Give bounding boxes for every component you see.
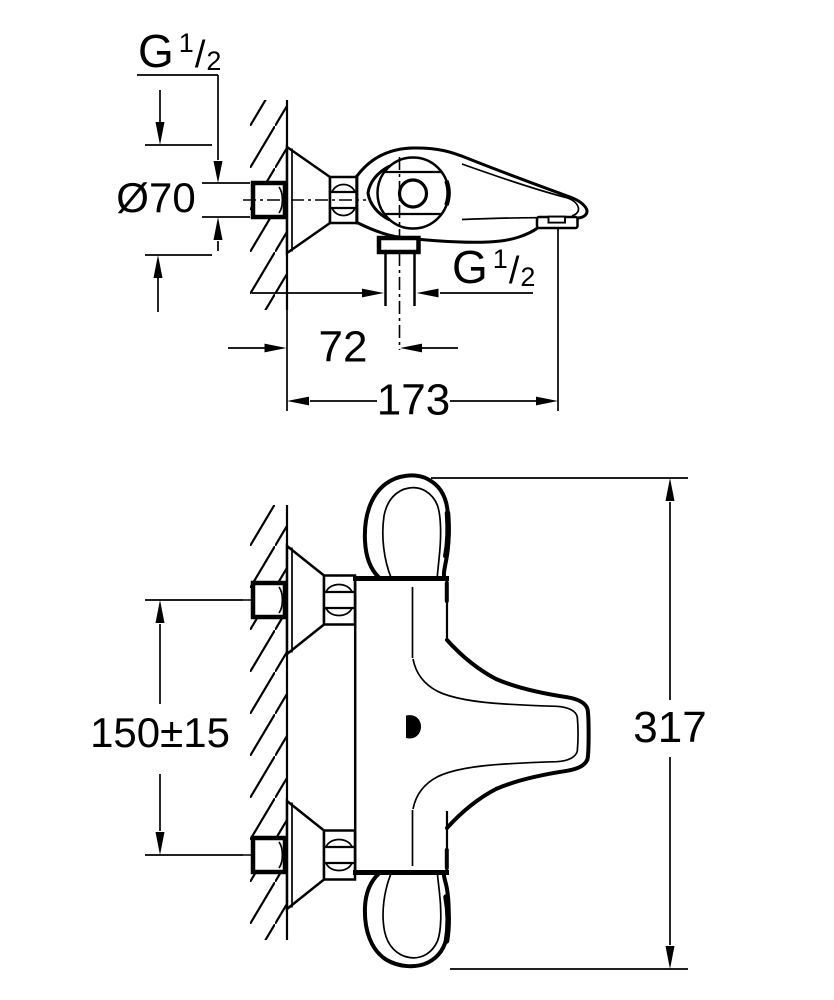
knob-circle [376, 156, 450, 230]
union-tail-curve [278, 586, 284, 614]
nut-chamfer-arcs [325, 583, 353, 617]
nut-chamfer-arcs [325, 838, 353, 872]
handle-grip-mark [443, 894, 451, 944]
pipe-collar [376, 235, 421, 255]
dim-label-150: 150±15 [90, 709, 230, 756]
dim-label-escutcheon-diameter: Ø70 [116, 174, 195, 221]
nut-outline [322, 829, 357, 881]
spout-bottom-inner-line [461, 216, 538, 221]
nut-outline [322, 574, 357, 626]
dim-arrowheads [213, 161, 223, 240]
spout-outer-contour [445, 638, 591, 830]
faucet-body [355, 146, 589, 244]
extension-lines [145, 599, 243, 856]
spout-plan [412, 638, 591, 830]
knob-chords [385, 170, 442, 216]
aerator-notch [547, 215, 566, 224]
wall-section [250, 505, 289, 940]
body-chevron-contour [366, 165, 391, 221]
nut-chamfer-arcs [331, 183, 356, 217]
nut-bands [324, 845, 355, 865]
dim-lines [137, 74, 250, 251]
spout-top-edge [355, 146, 589, 220]
union-tail-curve [278, 841, 284, 869]
wall-hatch [250, 505, 287, 940]
control-knob [376, 156, 451, 230]
dim-overall-width: 317 [431, 477, 707, 970]
knob-grip-arc [444, 180, 451, 206]
nut-bands [324, 590, 355, 610]
knob-screw-circle [397, 178, 429, 209]
spout-inner-contour [412, 658, 579, 810]
union-tail-curve [278, 186, 284, 214]
extension-lines [431, 477, 688, 970]
aerator [535, 215, 579, 230]
dim-lines [145, 90, 212, 312]
pipe-walls [384, 252, 416, 306]
dim-label-173: 173 [377, 376, 450, 425]
handle-grip-mark [443, 510, 451, 559]
spout-top-inner-line [461, 163, 580, 217]
nut-bands [330, 190, 357, 210]
dim-spout-reach: 173 [287, 228, 559, 425]
handle-lower [362, 871, 451, 969]
dim-connection-spacing: 150±15 [90, 599, 243, 856]
dim-outlet-offset: 72 [228, 323, 458, 372]
dim-label-72: 72 [319, 323, 368, 372]
lower-union [250, 798, 357, 912]
dim-arrowheads [362, 288, 439, 298]
upper-union [250, 543, 357, 657]
wall-section [250, 100, 289, 411]
handle-outer-contour [362, 473, 451, 580]
handle-inner-contour [381, 486, 442, 578]
shower-outlet-pipe [376, 235, 421, 306]
handle-inner-contour [382, 873, 442, 959]
handle-outer-contour [362, 871, 451, 969]
dim-label-317: 317 [633, 703, 706, 752]
spout-outlet-mark [406, 715, 421, 739]
handle-upper [362, 473, 451, 580]
dim-escutcheon-diameter: Ø70 [116, 90, 212, 312]
spout-bottom-edge [355, 221, 539, 244]
plan-view: 150±15 317 [90, 473, 707, 970]
thermostat-body [353, 576, 449, 875]
